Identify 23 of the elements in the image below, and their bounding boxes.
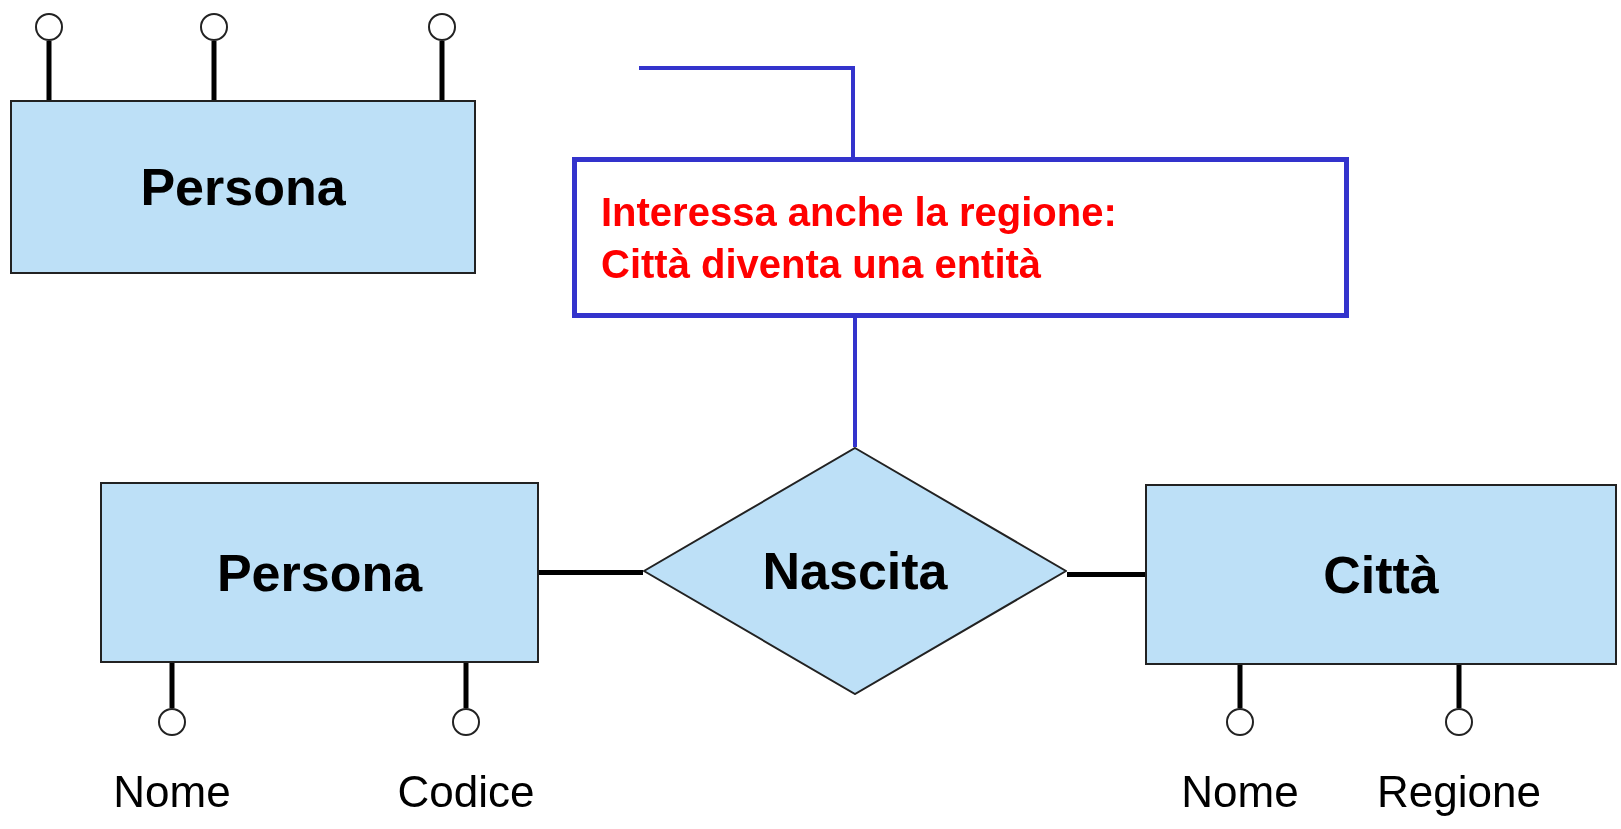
entity-box: Città (1145, 484, 1617, 665)
entity-box: Persona (10, 100, 476, 274)
connector-line (1456, 665, 1462, 708)
connector-line (1237, 665, 1243, 708)
relationship-diamond: Nascita (643, 447, 1067, 695)
attribute (35, 13, 63, 41)
entity-box: Persona (100, 482, 539, 663)
attribute (200, 13, 228, 41)
connector-line (639, 66, 855, 157)
connector-line (46, 41, 52, 100)
connector-line (853, 318, 857, 447)
attribute: Nome (1150, 708, 1330, 820)
connector-line (169, 663, 175, 708)
connector-line (1067, 572, 1145, 577)
note-box: Interessa anche la regione: Città diventa una entità (572, 157, 1349, 318)
connector-line (539, 570, 643, 575)
attribute: Regione (1369, 708, 1549, 820)
attribute (428, 13, 456, 41)
connector-line (211, 41, 217, 100)
connector-line (439, 41, 445, 100)
attribute: Codice (376, 708, 556, 820)
connector-line (463, 663, 469, 708)
attribute: Nome (82, 708, 262, 820)
